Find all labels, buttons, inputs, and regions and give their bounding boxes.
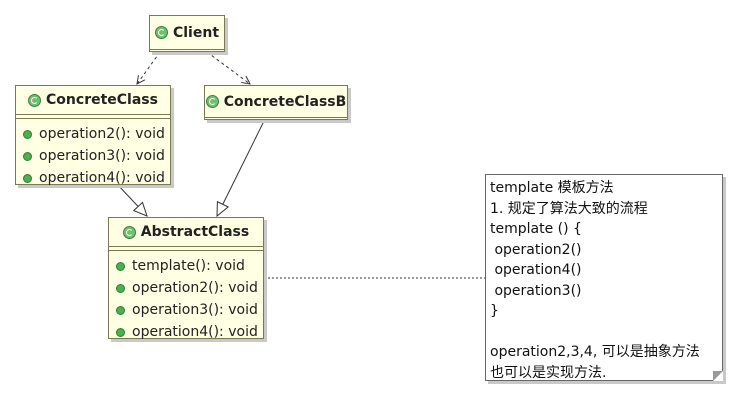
note-line: 也可以是实现方法. xyxy=(490,364,607,381)
note-line: operation2,3,4, 可以是抽象方法 xyxy=(490,344,700,360)
note-line: operation2() xyxy=(490,241,582,258)
operation-label: template(): void xyxy=(132,258,245,274)
concrete-class[interactable]: ConcreteClass operation2(): void operati… xyxy=(15,85,171,186)
client-class-header: Client xyxy=(150,16,224,52)
public-method-icon xyxy=(116,327,125,337)
operation-item[interactable]: operation3(): void xyxy=(16,145,170,167)
operation-item[interactable]: operation4(): void xyxy=(109,321,263,343)
concrete-class-b[interactable]: ConcreteClassB xyxy=(204,85,348,120)
operation-item[interactable]: operation2(): void xyxy=(16,123,170,145)
class-icon xyxy=(122,225,136,239)
note-line xyxy=(490,322,718,343)
abstract-class-header: AbstractClass xyxy=(109,218,263,247)
attributes-separator xyxy=(16,115,170,119)
public-method-icon xyxy=(23,151,32,161)
client-class[interactable]: Client xyxy=(149,15,225,52)
operation-item[interactable]: operation2(): void xyxy=(109,277,263,299)
attributes-separator xyxy=(109,247,263,251)
operation-label: operation4(): void xyxy=(39,170,165,186)
note-folded-corner xyxy=(713,371,723,381)
abstract-class[interactable]: AbstractClass template(): void operation… xyxy=(108,217,264,340)
generalization-concreteclass-to-abstractclass xyxy=(116,183,148,217)
note-line: template 模板方法 xyxy=(490,180,614,196)
class-icon xyxy=(28,93,42,107)
operation-item[interactable]: operation4(): void xyxy=(16,167,170,189)
operation-label: operation4(): void xyxy=(132,324,258,340)
class-icon xyxy=(154,26,168,39)
template-method-note[interactable]: template 模板方法 1. 规定了算法大致的流程 template () … xyxy=(485,174,723,381)
note-line: template () { xyxy=(490,221,582,237)
operation-label: operation2(): void xyxy=(39,126,165,142)
abstract-class-name: AbstractClass xyxy=(140,224,250,240)
note-line: operation4() xyxy=(490,262,582,278)
abstract-class-operations: template(): void operation2(): void oper… xyxy=(109,251,263,345)
public-method-icon xyxy=(23,173,32,183)
operation-item[interactable]: operation3(): void xyxy=(109,299,263,321)
public-method-icon xyxy=(116,283,125,293)
public-method-icon xyxy=(23,129,32,139)
concrete-class-b-name: ConcreteClassB xyxy=(223,93,347,110)
public-method-icon xyxy=(116,261,125,271)
operation-label: operation3(): void xyxy=(39,148,165,164)
concrete-class-header: ConcreteClass xyxy=(16,86,170,115)
dependency-client-to-concreteclassb xyxy=(206,51,250,84)
concrete-class-b-header: ConcreteClassB xyxy=(205,86,347,120)
class-icon xyxy=(205,95,219,108)
note-line: operation3() xyxy=(490,282,582,299)
concrete-class-operations: operation2(): void operation3(): void op… xyxy=(16,119,170,191)
dependency-client-to-concreteclass xyxy=(137,51,161,84)
client-class-name: Client xyxy=(172,24,220,41)
note-line: 1. 规定了算法大致的流程 xyxy=(490,200,648,217)
concrete-class-name: ConcreteClass xyxy=(46,92,158,108)
operation-item[interactable]: template(): void xyxy=(109,255,263,277)
generalization-concreteclassb-to-abstractclass xyxy=(216,118,266,218)
note-line: } xyxy=(490,303,499,319)
operation-label: operation2(): void xyxy=(132,280,258,296)
public-method-icon xyxy=(116,305,125,315)
operation-label: operation3(): void xyxy=(132,302,258,318)
